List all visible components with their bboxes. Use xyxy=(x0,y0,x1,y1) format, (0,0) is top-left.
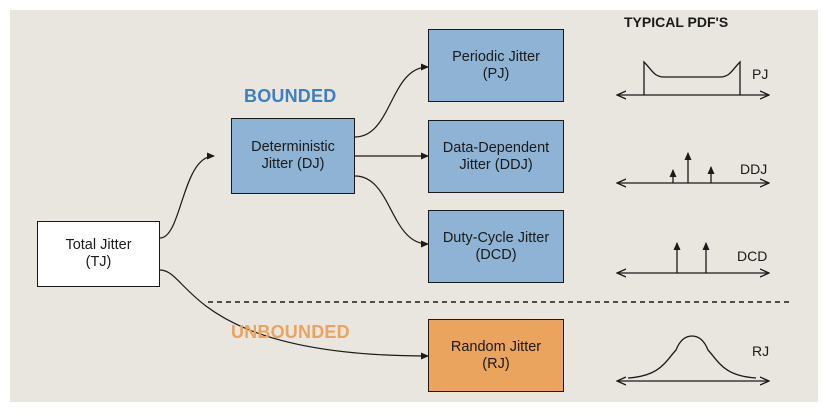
total-jitter-line2: (TJ) xyxy=(85,254,112,270)
ddj-pdf-icon xyxy=(617,152,769,183)
data-dependent-jitter-line1: Data-Dependent xyxy=(442,139,550,156)
unbounded-heading: UNBOUNDED xyxy=(231,322,350,342)
total-jitter-box: Total Jitter (TJ) xyxy=(37,221,160,287)
random-jitter-box: Random Jitter (RJ) xyxy=(428,319,564,392)
deterministic-jitter-line2: Jitter (DJ) xyxy=(261,156,325,172)
diagram-panel xyxy=(10,10,818,402)
connector-dj-to-dcd xyxy=(354,175,429,248)
duty-cycle-jitter-box: Duty-Cycle Jitter (DCD) xyxy=(428,210,564,283)
random-jitter-line1: Random Jitter xyxy=(450,338,542,355)
duty-cycle-jitter-line1: Duty-Cycle Jitter xyxy=(442,229,550,246)
connector-tj-to-rj xyxy=(159,269,429,360)
duty-cycle-jitter-line2: (DCD) xyxy=(475,246,517,263)
pj-pdf-icon xyxy=(617,60,769,95)
typical-pdfs-heading: TYPICAL PDF'S xyxy=(624,14,729,30)
data-dependent-jitter-box: Data-Dependent Jitter (DDJ) xyxy=(428,120,564,193)
data-dependent-jitter-line2: Jitter (DDJ) xyxy=(459,156,533,173)
deterministic-jitter-box: Deterministic Jitter (DJ) xyxy=(231,118,355,194)
connector-tj-to-dj xyxy=(159,152,215,239)
dcd-pdf-label: DCD xyxy=(737,248,768,264)
bounded-heading: BOUNDED xyxy=(244,86,337,106)
periodic-jitter-box: Periodic Jitter (PJ) xyxy=(428,29,564,102)
ddj-pdf-label: DDJ xyxy=(740,161,768,177)
total-jitter-line1: Total Jitter xyxy=(65,237,132,253)
deterministic-jitter-line1: Deterministic xyxy=(251,139,335,155)
pj-pdf-label: PJ xyxy=(752,66,769,82)
random-jitter-line2: (RJ) xyxy=(482,355,510,372)
rj-pdf-icon xyxy=(617,335,769,381)
connector-dj-to-pj xyxy=(354,63,429,138)
periodic-jitter-line1: Periodic Jitter xyxy=(452,48,540,65)
periodic-jitter-line2: (PJ) xyxy=(482,65,510,82)
rj-pdf-label: RJ xyxy=(752,343,770,359)
dcd-pdf-icon xyxy=(617,242,769,273)
